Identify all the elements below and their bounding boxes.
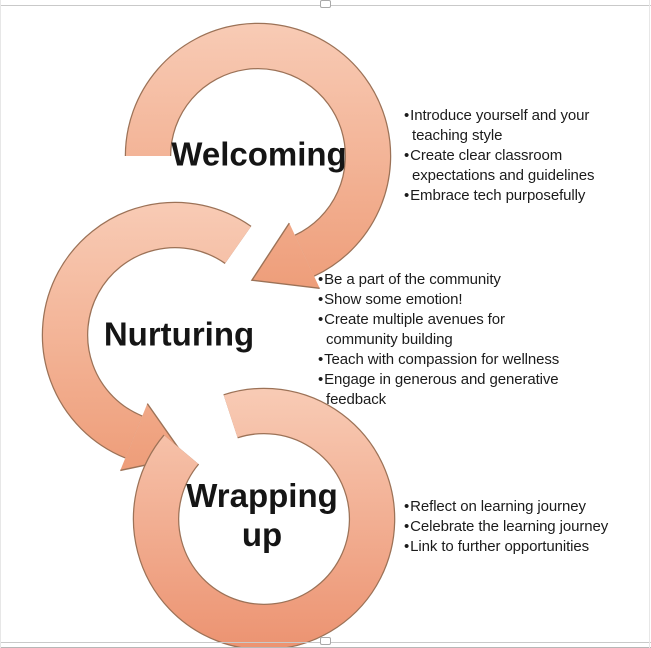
wrapping-up-bullet-list[interactable]: Reflect on learning journey Celebrate th… xyxy=(404,497,644,557)
welcoming-ring-shape[interactable] xyxy=(124,22,392,289)
welcoming-ring-band[interactable] xyxy=(126,24,390,276)
bullet-item[interactable]: Be a part of the community xyxy=(318,270,578,290)
wrapping-up-ring-band[interactable] xyxy=(134,389,395,648)
step-title-wrapping-up[interactable]: Wrapping up xyxy=(186,477,338,553)
bullet-item[interactable]: Embrace tech purposefully xyxy=(404,186,614,206)
resize-handle-top[interactable] xyxy=(320,0,331,8)
bullet-item[interactable]: Reflect on learning journey xyxy=(404,497,644,517)
nurturing-bullet-list[interactable]: Be a part of the community Show some emo… xyxy=(318,270,578,410)
bullet-item[interactable]: Link to further opportunities xyxy=(404,537,644,557)
wrapping-up-ring-shape[interactable] xyxy=(132,387,396,648)
bullet-item[interactable]: Celebrate the learning journey xyxy=(404,517,644,537)
page-edge-right xyxy=(649,0,650,648)
bullet-item[interactable]: Engage in generous and generative feedba… xyxy=(318,370,578,410)
bullet-item[interactable]: Create multiple avenues for community bu… xyxy=(318,310,578,350)
bullet-item[interactable]: Show some emotion! xyxy=(318,290,578,310)
bullet-item[interactable]: Introduce yourself and your teaching sty… xyxy=(404,106,614,146)
bullet-item[interactable]: Create clear classroom expectations and … xyxy=(404,146,614,186)
step-title-nurturing[interactable]: Nurturing xyxy=(103,315,255,353)
bullet-item[interactable]: Teach with compassion for wellness xyxy=(318,350,578,370)
welcoming-arrowhead-icon[interactable] xyxy=(250,222,320,289)
page-edge-left xyxy=(0,0,1,648)
welcoming-bullet-list[interactable]: Introduce yourself and your teaching sty… xyxy=(404,106,614,206)
step-title-welcoming[interactable]: Welcoming xyxy=(171,135,347,173)
nurturing-ring-band[interactable] xyxy=(43,203,251,458)
resize-handle-bottom[interactable] xyxy=(320,637,331,645)
